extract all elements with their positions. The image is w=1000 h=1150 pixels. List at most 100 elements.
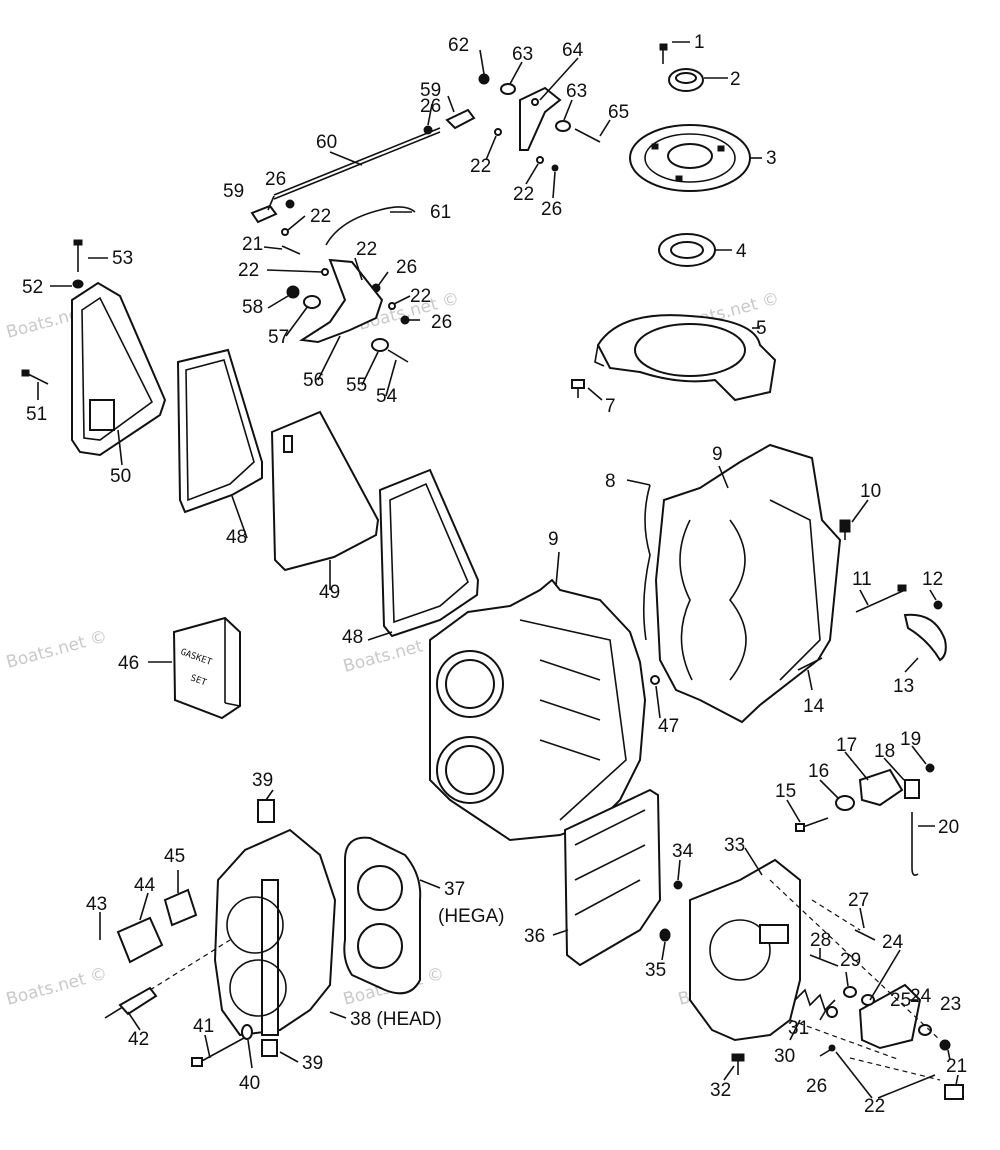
part-37-head-gasket (343, 836, 422, 995)
part-21-screw (281, 245, 301, 255)
part-4-gasket (658, 233, 716, 267)
part-63-washer-b (555, 120, 571, 132)
part-63-washer-a (500, 83, 516, 95)
callout-label: 21 (242, 234, 263, 255)
callout-label: 22 (470, 156, 491, 177)
callout-label: 62 (448, 35, 469, 56)
part-14-bolt (797, 657, 823, 671)
callout-label: 63 (566, 81, 587, 102)
part-28-pin (809, 954, 839, 967)
callout-label: 26 (265, 169, 286, 190)
part-33-housing (689, 858, 801, 1042)
part-11-bolt (855, 584, 907, 613)
part-59-clip-a (445, 108, 476, 130)
part-9-crankcase (654, 443, 842, 724)
alignment-lines (149, 879, 941, 1081)
part-1-screw (659, 43, 668, 64)
part-9-cylinder-block (429, 578, 647, 842)
callout-label: 15 (775, 781, 796, 802)
callout-label: 29 (840, 950, 861, 971)
callout-label: 26 (806, 1076, 827, 1097)
part-18-cap (904, 779, 920, 799)
callout-label: 22 (410, 286, 431, 307)
callout-label: 57 (268, 327, 289, 348)
callout-label: 52 (22, 277, 43, 298)
callout-label: 49 (319, 582, 340, 603)
callout-label: 41 (193, 1016, 214, 1037)
watermark: Boats.net © (4, 627, 109, 673)
callout-label: 2 (730, 69, 741, 90)
callout-label: 19 (900, 729, 921, 750)
callout-label: 46 (118, 653, 139, 674)
part-49-plate (270, 410, 380, 572)
part-39-plug-a (257, 799, 275, 823)
part-24-washers (861, 994, 932, 1036)
callout-label: 9 (548, 529, 559, 550)
callout-label: 56 (303, 370, 324, 391)
callout-label: 50 (110, 466, 131, 487)
callout-label: 24 (882, 932, 904, 953)
part-64-bracket (519, 86, 562, 151)
callout-label: 40 (239, 1073, 260, 1094)
part-57-washer (303, 295, 321, 309)
part-27-screw (854, 929, 876, 941)
part-23-nut (939, 1039, 951, 1051)
callout-label: 48 (226, 527, 247, 548)
callout-label: 7 (605, 396, 616, 417)
part-38-cylinder-head (213, 828, 337, 1037)
callout-label: 51 (26, 404, 47, 425)
callout-label: 20 (938, 817, 959, 838)
callout-label: 22 (310, 206, 331, 227)
part-60-rod (273, 127, 441, 200)
callout-label: 24 (910, 986, 932, 1007)
callout-label: 26 (431, 312, 452, 333)
callout-label: 17 (836, 735, 857, 756)
part-51-screw (21, 369, 49, 385)
callout-label: 25 (890, 990, 911, 1011)
part-59-clip-b (250, 204, 278, 224)
part-46-gasket-set-box: GASKET SET (172, 616, 241, 720)
callout-label: 47 (658, 716, 679, 737)
callout-label: 64 (562, 40, 584, 61)
part-13-clamp (903, 613, 947, 662)
callout-label: 12 (922, 569, 943, 590)
callout-labels: 1 2 3 4 5 7 8 9 9 10 11 12 13 14 15 16 1… (22, 32, 967, 1117)
watermark: Boats.net © (4, 964, 109, 1010)
callout-label: 8 (605, 471, 616, 492)
callout-label: 22 (513, 184, 534, 205)
callout-label: 36 (524, 926, 545, 947)
callout-label: 16 (808, 761, 829, 782)
part-39-plug-b (261, 1039, 278, 1057)
callout-label: (HEGA) (438, 906, 505, 927)
callout-label: 60 (316, 132, 337, 153)
callout-label: 13 (893, 676, 914, 697)
callout-label: 35 (645, 960, 666, 981)
part-36-cover (563, 788, 662, 967)
part-26-nuts (285, 125, 836, 1052)
callout-label: 44 (134, 875, 156, 896)
callout-label: 10 (860, 481, 881, 502)
callout-label: 14 (803, 696, 825, 717)
part-7-screw (571, 379, 585, 398)
callout-label: 37 (444, 879, 465, 900)
part-25-bracket (858, 983, 922, 1050)
callout-label: 58 (242, 297, 263, 318)
callout-label: 26 (420, 96, 441, 117)
callout-label: 28 (810, 930, 831, 951)
part-54-screw (387, 349, 409, 363)
part-52-washer (72, 279, 84, 289)
callout-label: 63 (512, 44, 533, 65)
part-48-gasket-a (176, 348, 263, 514)
callout-label: 22 (238, 260, 259, 281)
part-44-cover (116, 916, 164, 964)
callout-label: 9 (712, 444, 723, 465)
callout-label: 23 (940, 994, 961, 1015)
part-32-screw (731, 1053, 745, 1075)
callout-label: 34 (672, 841, 694, 862)
part-16-grommet (835, 795, 855, 811)
part-19-screw (925, 763, 935, 773)
part-48-gasket-b (378, 468, 480, 638)
part-61-wire (325, 206, 416, 246)
callout-label: 42 (128, 1029, 149, 1050)
